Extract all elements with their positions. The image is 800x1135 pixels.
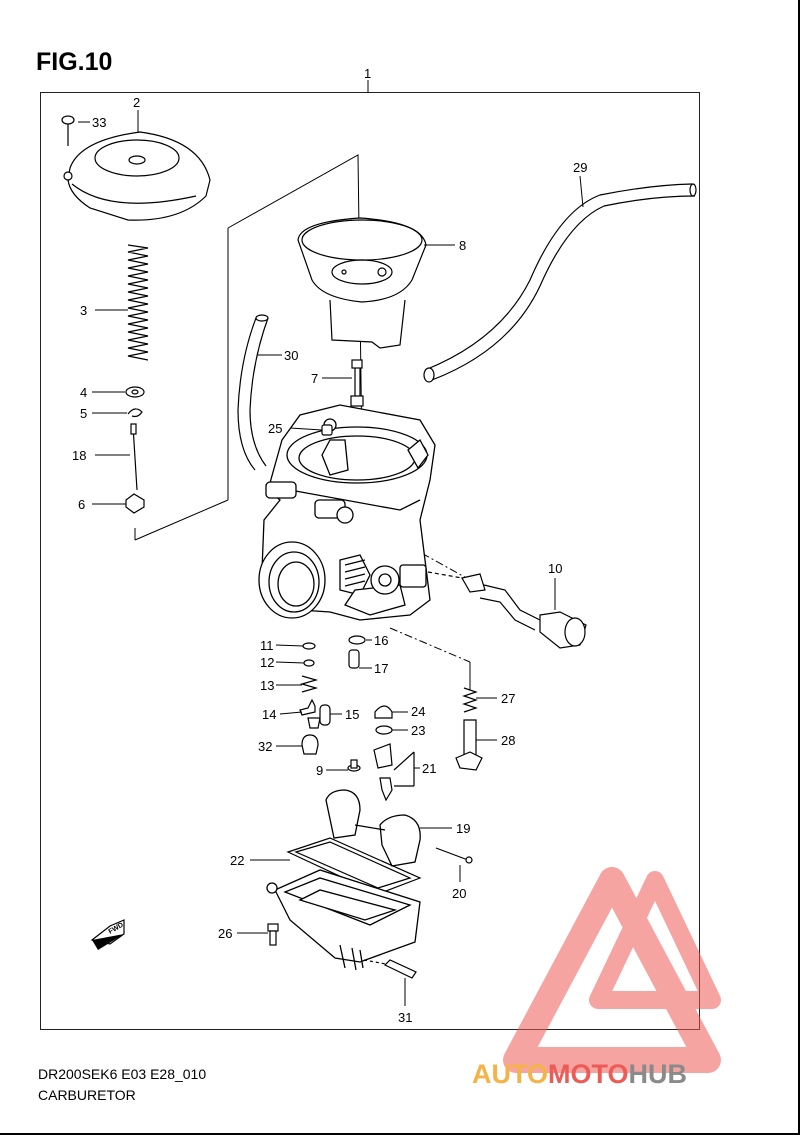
callout-1: 1 bbox=[364, 66, 371, 81]
screw-part bbox=[61, 115, 75, 146]
adjuster-parts bbox=[455, 687, 483, 771]
callout-leaders bbox=[78, 110, 584, 1006]
callout-13: 13 bbox=[260, 678, 274, 693]
page-edge-bottom bbox=[0, 1133, 800, 1135]
callout-23: 23 bbox=[411, 723, 425, 738]
callout-26: 26 bbox=[218, 926, 232, 941]
idle-screw-part bbox=[350, 359, 364, 407]
callout-11: 11 bbox=[260, 638, 274, 653]
callout-16: 16 bbox=[374, 633, 388, 648]
drain-screw-part bbox=[267, 923, 279, 946]
callout-10: 10 bbox=[548, 561, 562, 576]
callout-12: 12 bbox=[260, 655, 274, 670]
carburetor-body bbox=[258, 404, 436, 621]
callout-28: 28 bbox=[501, 733, 515, 748]
callout-21: 21 bbox=[422, 761, 436, 776]
callout-20: 20 bbox=[452, 886, 466, 901]
callout-5: 5 bbox=[80, 406, 87, 421]
callout-17: 17 bbox=[374, 661, 388, 676]
callout-31: 31 bbox=[398, 1010, 412, 1025]
watermark-text: AUTOMOTOHUB bbox=[472, 1059, 687, 1089]
needle-parts bbox=[125, 386, 145, 514]
callout-labels: 1 2 3 4 5 6 7 8 9 10 11 12 13 14 15 16 1… bbox=[72, 66, 587, 1025]
float-chamber-part bbox=[266, 869, 421, 971]
callout-24: 24 bbox=[411, 704, 425, 719]
callout-8: 8 bbox=[459, 238, 466, 253]
watermark-hub: HUB bbox=[629, 1059, 688, 1089]
vent-tube-part bbox=[423, 183, 697, 383]
callout-14: 14 bbox=[262, 707, 276, 722]
callout-6: 6 bbox=[78, 497, 85, 512]
starter-plunger-part bbox=[427, 571, 587, 649]
callout-18: 18 bbox=[72, 448, 86, 463]
piston-slide-part bbox=[297, 217, 427, 349]
callout-3: 3 bbox=[80, 303, 87, 318]
callout-7: 7 bbox=[311, 371, 318, 386]
watermark-moto: MOTO bbox=[548, 1059, 629, 1089]
jet-part-25 bbox=[321, 424, 333, 436]
callout-2: 2 bbox=[133, 95, 140, 110]
callout-9: 9 bbox=[316, 763, 323, 778]
top-cover-part bbox=[63, 131, 211, 221]
callout-33: 33 bbox=[92, 115, 106, 130]
spring-part bbox=[127, 244, 149, 361]
drain-plug-part bbox=[363, 959, 417, 979]
watermark-triangle bbox=[503, 867, 721, 1073]
page-edge-right bbox=[798, 0, 800, 1135]
callout-15: 15 bbox=[345, 707, 359, 722]
small-parts-right bbox=[373, 705, 415, 802]
callout-32: 32 bbox=[258, 739, 272, 754]
callout-4: 4 bbox=[80, 385, 87, 400]
callout-27: 27 bbox=[501, 691, 515, 706]
callout-25: 25 bbox=[268, 421, 282, 436]
diagram-frame bbox=[40, 92, 700, 1030]
small-parts-left bbox=[299, 635, 366, 772]
overflow-tube-part bbox=[237, 314, 269, 471]
forward-direction-arrow: FWD bbox=[90, 919, 125, 950]
float-part bbox=[325, 789, 421, 867]
callout-30: 30 bbox=[284, 348, 298, 363]
model-code: DR200SEK6 E03 E28_010 bbox=[38, 1066, 207, 1082]
watermark-auto: AUTO bbox=[472, 1059, 548, 1089]
figure-title: FIG.10 bbox=[36, 48, 113, 76]
callout-19: 19 bbox=[456, 821, 470, 836]
callout-22: 22 bbox=[230, 853, 244, 868]
float-pin-part bbox=[435, 847, 473, 864]
watermark-logo: AUTOMOTOHUB bbox=[472, 1059, 687, 1089]
section-name: CARBURETOR bbox=[38, 1087, 136, 1103]
assembly-bracket bbox=[134, 80, 471, 690]
callout-29: 29 bbox=[573, 160, 587, 175]
